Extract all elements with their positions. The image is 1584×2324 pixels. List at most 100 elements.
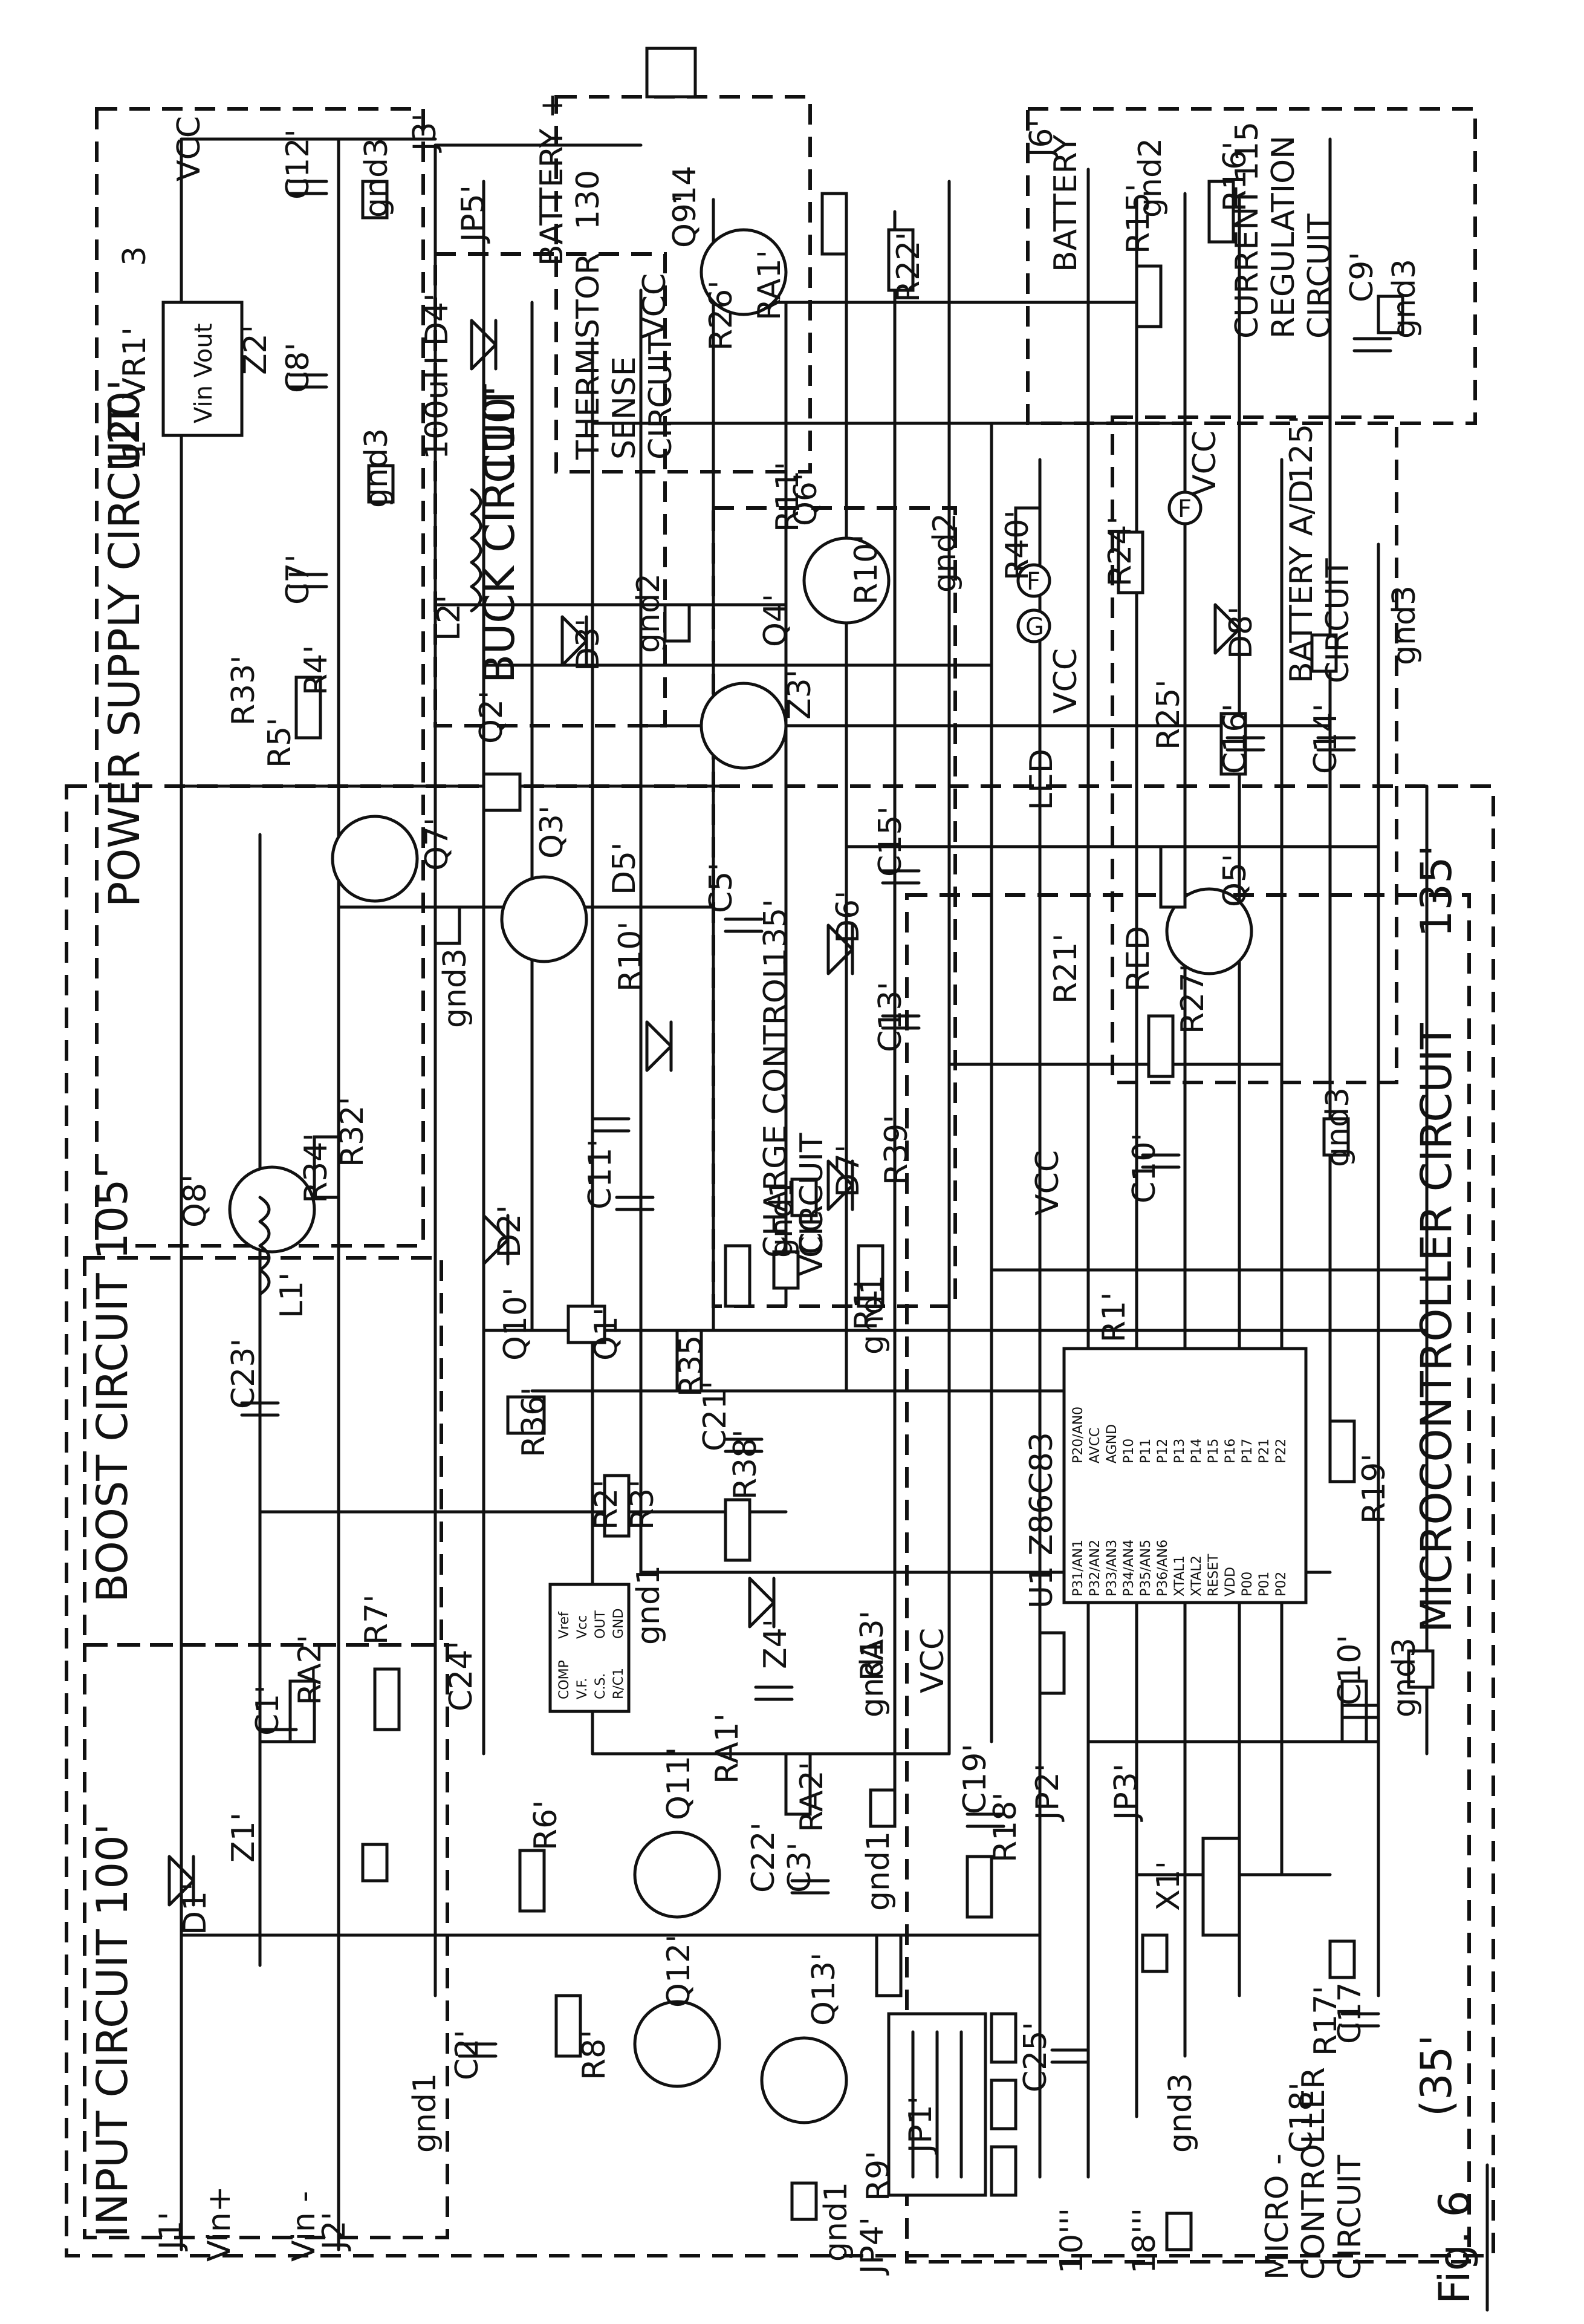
transistor-q8 bbox=[228, 1165, 316, 1254]
transistor-q9 bbox=[699, 228, 788, 316]
ic-pin: P22 bbox=[1274, 1439, 1289, 1463]
ic-pin: VDD bbox=[1223, 1567, 1238, 1597]
label-r10: R10' bbox=[612, 921, 649, 992]
vcc-label: VCC bbox=[1030, 1150, 1066, 1216]
label-r7: R7' bbox=[359, 1594, 395, 1645]
microcontroller-ref-2: (35' bbox=[1412, 2034, 1461, 2117]
capacitor bbox=[240, 1401, 280, 1417]
label-d1: D1' bbox=[177, 1883, 213, 1935]
resistor bbox=[554, 1994, 582, 2058]
marker-f2-label: F bbox=[1178, 495, 1192, 523]
transistor-q5 bbox=[1165, 887, 1253, 975]
label-r24: R24' bbox=[1102, 516, 1138, 587]
label-c11: C11' bbox=[582, 1139, 618, 1209]
resistor bbox=[820, 192, 848, 256]
note-ref-10: 10''' bbox=[1054, 2208, 1090, 2274]
charge-control-title-2: CIRCUIT bbox=[794, 1133, 830, 1258]
gnd3-label: gnd3 bbox=[359, 428, 395, 508]
label-r22: R22' bbox=[891, 232, 927, 302]
label-c18: C18' bbox=[1284, 2082, 1320, 2153]
ic-pin: P00 bbox=[1240, 1572, 1255, 1597]
resistor bbox=[784, 1752, 812, 1816]
gnd-marker bbox=[1310, 633, 1338, 673]
label-r9: R9' bbox=[860, 2150, 897, 2201]
label-c21: C21' bbox=[697, 1381, 733, 1451]
capacitor bbox=[288, 373, 328, 389]
resistor bbox=[1207, 180, 1235, 244]
battery-ad-title-2: CIRCUIT bbox=[1320, 558, 1356, 683]
ic-pin: P20/AN0 bbox=[1071, 1407, 1086, 1463]
label-r6: R6' bbox=[528, 1800, 564, 1850]
gnd-marker bbox=[1322, 1117, 1350, 1157]
label-d7: D7' bbox=[830, 1145, 866, 1197]
vcc-label: VCC bbox=[915, 1628, 951, 1693]
supply-labels: VCC VCC VCC VCC VCC VCC VCC gnd3 gnd3 gn… bbox=[171, 116, 1423, 2262]
label-r17: R17' bbox=[1308, 1985, 1344, 2056]
resistor bbox=[603, 1474, 631, 1538]
ic-pin: P15 bbox=[1206, 1439, 1221, 1463]
gnd3-label: gnd3 bbox=[359, 138, 395, 218]
diodes bbox=[167, 319, 1241, 1907]
ic-pin: P16 bbox=[1223, 1439, 1238, 1463]
capacitor bbox=[288, 573, 328, 588]
pwm-pin: Vcc bbox=[575, 1615, 590, 1639]
gnd-marker bbox=[367, 464, 395, 504]
resistor bbox=[373, 1667, 401, 1731]
resistor bbox=[675, 1329, 703, 1393]
label-c17: C17' bbox=[1332, 1973, 1368, 2044]
diode bbox=[470, 319, 498, 371]
current-reg-title-3: CIRCUIT bbox=[1302, 213, 1338, 339]
gnd2-label: gnd2 bbox=[927, 513, 963, 593]
label-r34: R39' bbox=[878, 1115, 915, 1185]
ic-u1-label: U1 Z86C83 bbox=[1024, 1432, 1060, 1609]
gnd-marker bbox=[663, 603, 691, 643]
label-c10: C10' bbox=[1126, 1133, 1163, 1203]
capacitor bbox=[1141, 1153, 1181, 1169]
resistor bbox=[724, 1498, 751, 1562]
resistor bbox=[288, 1679, 316, 1743]
gnd-marker bbox=[869, 1788, 897, 1828]
diode bbox=[826, 1159, 854, 1211]
vcc-label: VCC bbox=[1187, 431, 1223, 496]
gnd-marker bbox=[990, 2078, 1018, 2130]
connector-j2: J2' bbox=[316, 2212, 352, 2251]
boost-circuit-border bbox=[83, 1256, 443, 1647]
label-q6: Q6' bbox=[788, 473, 824, 526]
gnd3-label: gnd3 bbox=[1386, 585, 1423, 665]
ground-markers bbox=[361, 180, 1435, 2251]
transistor-q10 bbox=[506, 1395, 546, 1435]
label-r25: R25' bbox=[1151, 679, 1187, 750]
vr1-pin1: 1 bbox=[117, 440, 153, 460]
capacitor bbox=[881, 1014, 921, 1030]
gnd2-label: gnd2 bbox=[631, 573, 667, 653]
diode bbox=[1213, 603, 1241, 655]
ic-pin: AVCC bbox=[1088, 1428, 1103, 1463]
gnd1-label: gnd1 bbox=[764, 1178, 800, 1258]
label-r29: R33' bbox=[226, 655, 262, 726]
label-ra1: RA3' bbox=[854, 1610, 891, 1681]
resistor bbox=[1117, 530, 1144, 594]
capacitor bbox=[458, 2042, 498, 2058]
ic-pin: P01 bbox=[1257, 1572, 1272, 1597]
diode bbox=[748, 1577, 776, 1629]
transistor-q6 bbox=[802, 536, 891, 625]
resistor bbox=[966, 1855, 993, 1919]
label-r10-b: R10' bbox=[848, 534, 885, 605]
ic-pin: P10 bbox=[1121, 1439, 1137, 1463]
crystal-x1 bbox=[1201, 1837, 1241, 1937]
gnd-marker bbox=[1328, 1939, 1356, 1979]
label-c14: C14' bbox=[1308, 703, 1344, 774]
current-reg-ref: 115 bbox=[1229, 122, 1265, 181]
pwm-pin: C.S. bbox=[593, 1673, 608, 1699]
label-r32: R36' bbox=[516, 1387, 552, 1457]
label-r28: R32' bbox=[334, 1096, 371, 1167]
pwm-pin: OUT bbox=[593, 1610, 608, 1639]
label-c24: C24' bbox=[443, 1641, 479, 1711]
marker-f-label: F bbox=[1027, 568, 1040, 596]
ic-pin: P12 bbox=[1155, 1439, 1170, 1463]
thermistor-border bbox=[554, 95, 812, 474]
buck-circuit-title: BUCK CIRCUIT bbox=[475, 384, 524, 683]
vin-plus-label: Vin+ bbox=[201, 2186, 238, 2262]
gnd3-label: gnd3 bbox=[437, 948, 473, 1028]
power-supply-border bbox=[95, 107, 425, 1248]
